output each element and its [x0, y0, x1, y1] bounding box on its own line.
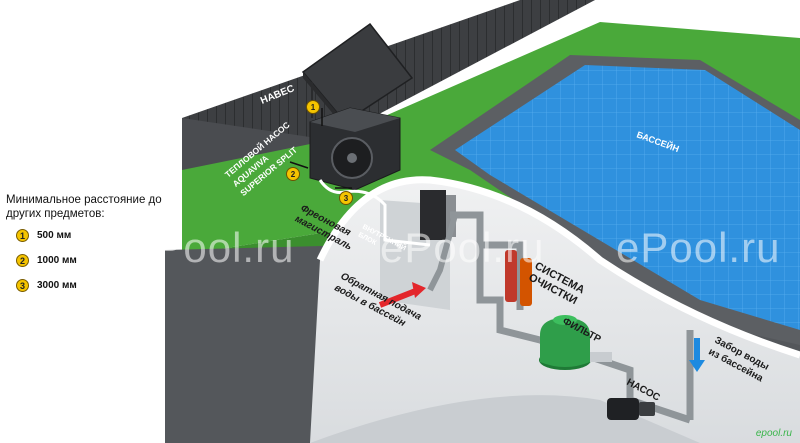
- legend-item-3-text: 3000 мм: [37, 280, 77, 291]
- legend-item-3: 3 3000 мм: [16, 279, 77, 292]
- marker-2: 2: [286, 167, 300, 181]
- pipe-main: [450, 211, 541, 344]
- marker-1: 1: [306, 100, 320, 114]
- legend-item-2-text: 1000 мм: [37, 255, 77, 266]
- legend-item-1: 1 500 мм: [16, 229, 71, 242]
- freon-pipe-indoor: [383, 220, 431, 247]
- watermark-1: l.ru: [0, 224, 59, 271]
- filter-lid: [553, 315, 577, 325]
- watermark-4: ePool.ru: [616, 224, 781, 271]
- cleaning-cartridge-1: [505, 250, 517, 302]
- footer-logo: epool.ru: [755, 428, 792, 439]
- room-floor-band: [310, 395, 700, 443]
- legend-item-2: 2 1000 мм: [16, 254, 77, 267]
- legend-badge-1: 1: [16, 229, 29, 242]
- marker-3-label: 3: [344, 194, 349, 203]
- heat-pump-top: [310, 108, 400, 132]
- indoor-unit-body: [420, 190, 446, 240]
- distance-arrow-2: [289, 161, 309, 169]
- intake-arrow-head: [689, 360, 705, 372]
- heat-pump-fan-hub: [347, 153, 357, 163]
- pipe-return: [427, 214, 458, 292]
- watermark-3: ePool.ru: [380, 224, 545, 271]
- watermark-2: ePool.ru: [130, 224, 295, 271]
- filter-valve: [590, 352, 612, 362]
- filter-tank: [540, 318, 590, 367]
- legend-title: Минимальное расстояние до других предмет…: [6, 194, 162, 220]
- return-arrow-shaft: [378, 287, 420, 308]
- legend-badge-3: 3: [16, 279, 29, 292]
- return-arrow-head: [412, 282, 426, 298]
- pool-water: [455, 65, 800, 330]
- legend-badge-2: 2: [16, 254, 29, 267]
- marker-2-label: 2: [291, 170, 296, 179]
- cleaning-cartridge-2: [520, 258, 532, 306]
- pump-head: [639, 402, 655, 416]
- marker-3: 3: [339, 191, 353, 205]
- marker-1-label: 1: [311, 103, 316, 112]
- pump-motor: [607, 398, 639, 420]
- distance-legend: Минимальное расстояние до других предмет…: [6, 193, 176, 292]
- legend-item-1-text: 500 мм: [37, 230, 72, 241]
